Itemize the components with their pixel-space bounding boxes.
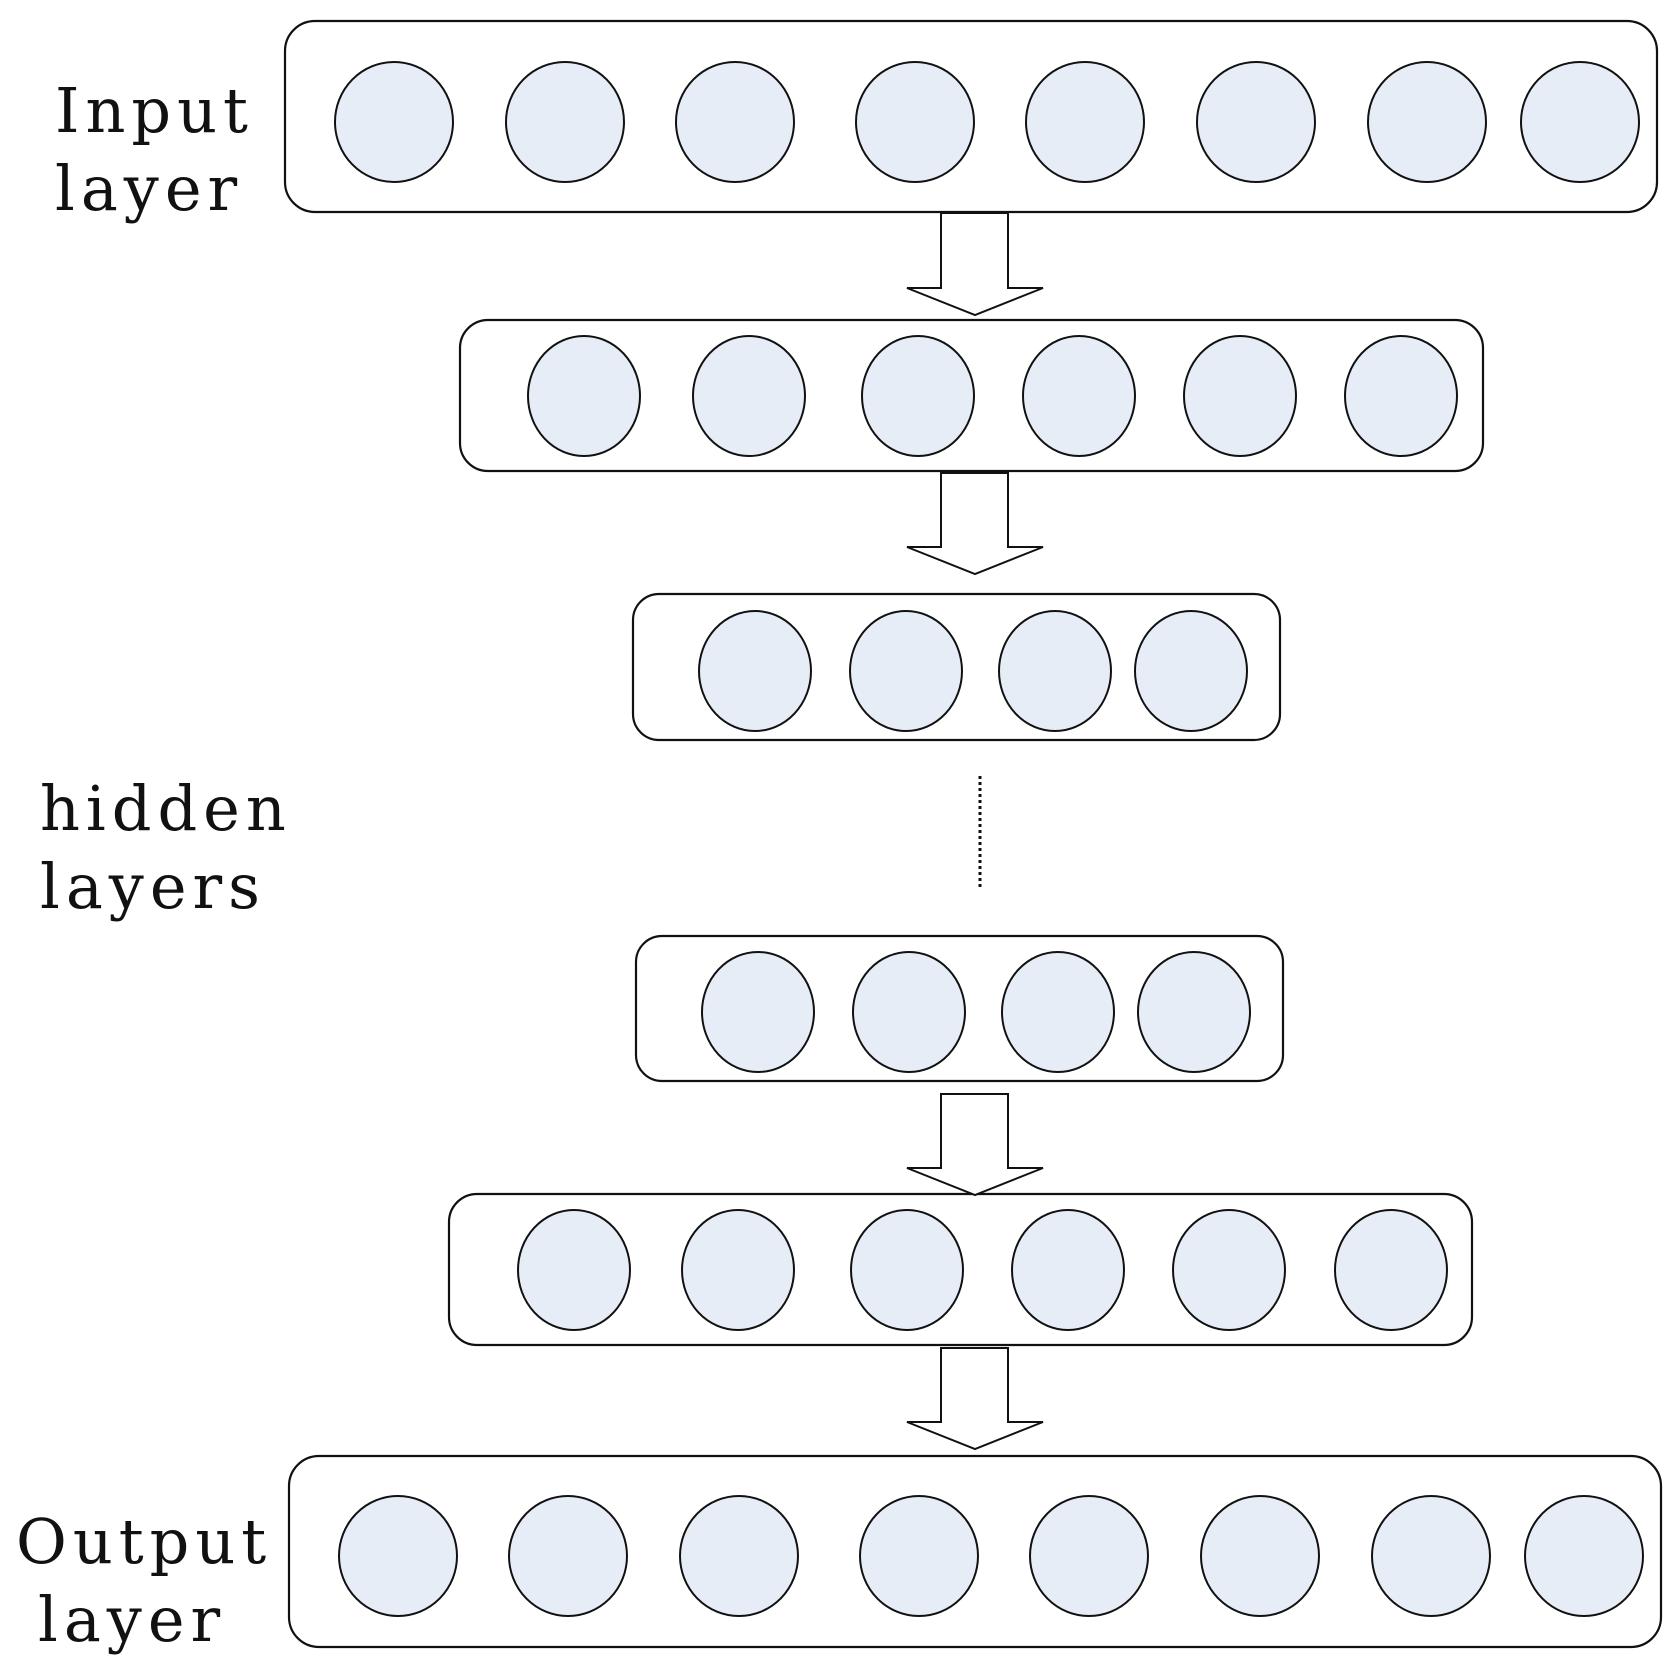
neuron xyxy=(849,610,963,732)
neuron xyxy=(1367,61,1487,183)
neuron xyxy=(338,1495,458,1617)
neuron xyxy=(1137,951,1251,1073)
down-arrow-icon xyxy=(906,1347,1044,1451)
neuron xyxy=(1196,61,1316,183)
output-layer-label-line2: layer xyxy=(38,1583,226,1656)
down-arrow-icon xyxy=(906,1093,1044,1197)
input-layer-label-line2: layer xyxy=(55,152,243,225)
neuron xyxy=(1172,1209,1286,1331)
neuron xyxy=(1029,1495,1149,1617)
input-layer xyxy=(283,19,1659,214)
neuron xyxy=(1183,335,1297,457)
neuron xyxy=(1022,335,1136,457)
neuron xyxy=(861,335,975,457)
neuron xyxy=(1371,1495,1491,1617)
hidden-layer-2 xyxy=(631,592,1282,742)
hidden-layers-label-line2: layers xyxy=(40,850,266,923)
neurons xyxy=(527,335,1458,457)
neuron xyxy=(850,1209,964,1331)
output-layer xyxy=(287,1454,1663,1649)
hidden-layer-4 xyxy=(447,1192,1474,1347)
hidden-layer-3 xyxy=(634,934,1285,1083)
neuron xyxy=(334,61,454,183)
neurons xyxy=(334,61,1640,183)
neuron xyxy=(1134,610,1248,732)
output-layer-label-line1: Output xyxy=(16,1505,272,1578)
hidden-layers-label-line1: hidden xyxy=(40,772,292,845)
neuron xyxy=(701,951,815,1073)
neurons xyxy=(338,1495,1644,1617)
neurons xyxy=(517,1209,1448,1331)
hidden-layer-1 xyxy=(458,318,1485,473)
neuron xyxy=(508,1495,628,1617)
neuron xyxy=(1344,335,1458,457)
neuron xyxy=(698,610,812,732)
neuron xyxy=(1334,1209,1448,1331)
neuron xyxy=(1200,1495,1320,1617)
neuron xyxy=(505,61,625,183)
neuron xyxy=(855,61,975,183)
neuron xyxy=(852,951,966,1073)
neuron xyxy=(679,1495,799,1617)
neuron xyxy=(998,610,1112,732)
neuron xyxy=(681,1209,795,1331)
neuron xyxy=(1011,1209,1125,1331)
neuron xyxy=(1025,61,1145,183)
down-arrow-icon xyxy=(906,472,1044,576)
down-arrow-icon xyxy=(906,212,1044,317)
input-layer-label-line1: Input xyxy=(55,74,254,147)
neuron xyxy=(1001,951,1115,1073)
neuron xyxy=(527,335,641,457)
neuron xyxy=(675,61,795,183)
neuron xyxy=(692,335,806,457)
neuron xyxy=(1520,61,1640,183)
neuron xyxy=(1524,1495,1644,1617)
neuron xyxy=(517,1209,631,1331)
neuron xyxy=(859,1495,979,1617)
neurons xyxy=(701,951,1251,1073)
neurons xyxy=(698,610,1248,732)
